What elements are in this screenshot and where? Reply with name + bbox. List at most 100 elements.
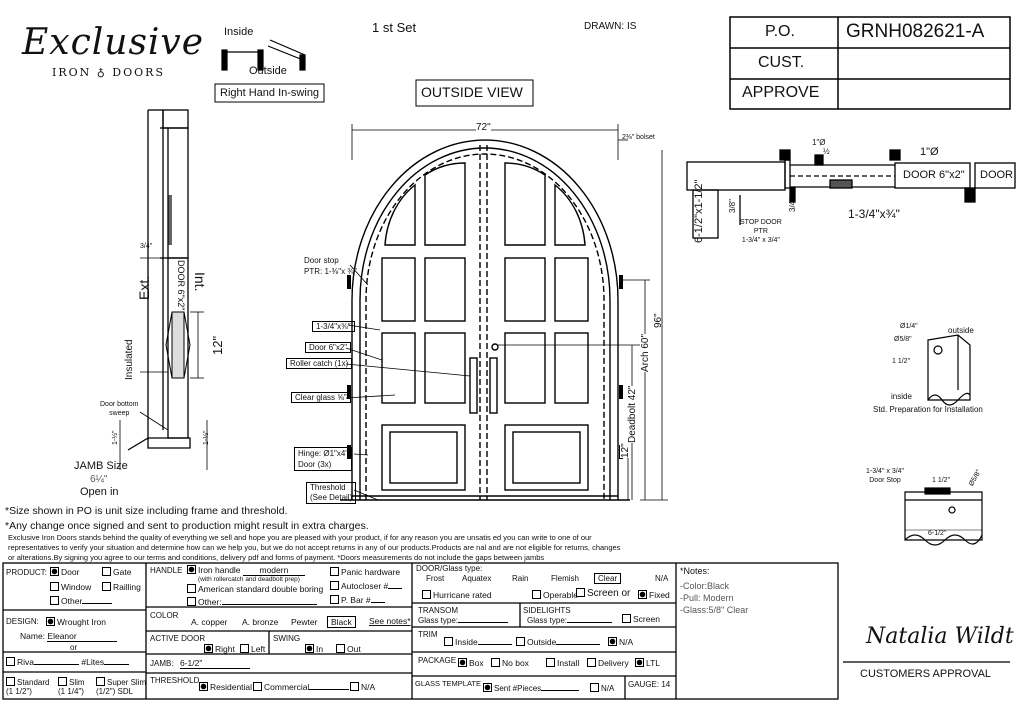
checkbox-window[interactable] bbox=[50, 582, 59, 591]
checkbox-operable[interactable] bbox=[532, 590, 541, 599]
checkbox-panic[interactable] bbox=[330, 567, 339, 576]
standard-option[interactable]: Standard (1 1/2") bbox=[6, 677, 49, 696]
screen-or-text: Screen or bbox=[587, 588, 631, 599]
threshold-na-text: N/A bbox=[361, 682, 376, 692]
checkbox-hurricane[interactable] bbox=[422, 590, 431, 599]
checkbox-trim-inside[interactable] bbox=[444, 637, 453, 646]
color-black[interactable]: Black bbox=[327, 616, 356, 628]
checkbox-delivery[interactable] bbox=[587, 658, 596, 667]
checkbox-fixed[interactable] bbox=[638, 590, 647, 599]
checkbox-threshold-na[interactable] bbox=[350, 682, 359, 691]
color-copper[interactable]: A. copper bbox=[191, 617, 228, 627]
hurricane-option[interactable]: Hurricane rated bbox=[422, 590, 492, 600]
template-na-option[interactable]: N/A bbox=[590, 683, 614, 693]
product-railing-option[interactable]: Railling bbox=[102, 582, 141, 592]
super-slim-option[interactable]: Super Slim (1/2") SDL bbox=[96, 677, 146, 696]
fixed-option[interactable]: Fixed bbox=[638, 590, 670, 600]
slim-option[interactable]: Slim (1 1/4") bbox=[58, 677, 85, 696]
ltl-option[interactable]: LTL bbox=[635, 658, 660, 668]
checkbox-box[interactable] bbox=[458, 658, 467, 667]
product-gate-option[interactable]: Gate bbox=[102, 567, 131, 577]
checkbox-residential[interactable] bbox=[199, 682, 208, 691]
color-pewter[interactable]: Pewter bbox=[291, 617, 318, 627]
screen-option[interactable]: Screen bbox=[622, 614, 660, 624]
american-option[interactable]: American standard double boring bbox=[187, 584, 323, 594]
trim-outside-option[interactable]: Outside bbox=[516, 637, 601, 647]
install-option[interactable]: Install bbox=[546, 658, 579, 668]
glass-frost[interactable]: Frost bbox=[426, 574, 445, 583]
product-door-option[interactable]: Door bbox=[50, 567, 79, 577]
nobox-option[interactable]: No box bbox=[491, 658, 529, 668]
active-right-option[interactable]: Right bbox=[204, 644, 235, 654]
transom-glass-field[interactable]: Glass type: bbox=[418, 616, 509, 625]
delivery-option[interactable]: Delivery bbox=[587, 658, 629, 668]
fixed-text: Fixed bbox=[649, 590, 670, 600]
checkbox-riva[interactable] bbox=[6, 657, 15, 666]
checkbox-ltl[interactable] bbox=[635, 658, 644, 667]
glass-flemish[interactable]: Flemish bbox=[551, 574, 580, 583]
checkbox-template-na[interactable] bbox=[590, 683, 599, 692]
residential-option[interactable]: Residential bbox=[199, 682, 252, 692]
sent-option[interactable]: Sent #Pieces bbox=[483, 683, 580, 693]
product-other-option[interactable]: Other bbox=[50, 596, 113, 606]
checkbox-handle-other[interactable] bbox=[187, 597, 196, 606]
checkbox-other[interactable] bbox=[50, 596, 59, 605]
checkbox-gate[interactable] bbox=[102, 567, 111, 576]
checkbox-screen-or[interactable] bbox=[576, 588, 585, 597]
glass-clear[interactable]: Clear bbox=[594, 573, 622, 584]
glass-aquatex[interactable]: Aquatex bbox=[462, 574, 492, 583]
checkbox-wrought[interactable] bbox=[46, 617, 55, 626]
twelve-dim: 12" bbox=[620, 443, 631, 458]
approve-label: APPROVE bbox=[742, 84, 820, 101]
checkbox-nobox[interactable] bbox=[491, 658, 500, 667]
checkbox-active-left[interactable] bbox=[240, 644, 249, 653]
swing-in-option[interactable]: In bbox=[305, 644, 323, 654]
panic-option[interactable]: Panic hardware bbox=[330, 567, 400, 577]
operable-option[interactable]: Operable bbox=[532, 590, 578, 600]
iron-handle-text: Iron handle bbox=[198, 565, 241, 575]
checkbox-super-slim[interactable] bbox=[96, 677, 105, 686]
checkbox-trim-na[interactable] bbox=[608, 637, 617, 646]
checkbox-slim[interactable] bbox=[58, 677, 67, 686]
trim-na-option[interactable]: N/A bbox=[608, 637, 633, 647]
swing-out-option[interactable]: Out bbox=[336, 644, 361, 654]
checkbox-swing-in[interactable] bbox=[305, 644, 314, 653]
color-see-notes[interactable]: See notes* bbox=[369, 616, 411, 626]
design-name-field[interactable]: Name: Eleanor bbox=[20, 631, 118, 642]
design-label: DESIGN: bbox=[6, 617, 39, 626]
checkbox-trim-outside[interactable] bbox=[516, 637, 525, 646]
design-wrought-option[interactable]: Wrought Iron bbox=[46, 617, 106, 627]
threshold-na-option[interactable]: N/A bbox=[350, 682, 375, 692]
plan-dia-2: 1"Ø bbox=[920, 146, 939, 158]
checkbox-screen[interactable] bbox=[622, 614, 631, 623]
checkbox-swing-out[interactable] bbox=[336, 644, 345, 653]
active-left-option[interactable]: Left bbox=[240, 644, 265, 654]
product-window-option[interactable]: Window bbox=[50, 582, 91, 592]
checkbox-standard[interactable] bbox=[6, 677, 15, 686]
checkbox-autocloser[interactable] bbox=[330, 581, 339, 590]
section-ext: Ext. bbox=[136, 275, 152, 300]
checkbox-railing[interactable] bbox=[102, 582, 111, 591]
autocloser-option[interactable]: Autocloser # bbox=[330, 581, 403, 591]
checkbox-install[interactable] bbox=[546, 658, 555, 667]
checkbox-commercial[interactable] bbox=[253, 682, 262, 691]
commercial-option[interactable]: Commercial bbox=[253, 682, 350, 692]
color-bronze[interactable]: A. bronze bbox=[242, 617, 279, 627]
handle-other-option[interactable]: Other: bbox=[187, 597, 317, 607]
jamb-value[interactable]: 6-1/2" bbox=[180, 658, 250, 669]
checkbox-active-right[interactable] bbox=[204, 644, 213, 653]
glass-na[interactable]: N/A bbox=[655, 574, 669, 583]
trim-inside-option[interactable]: Inside bbox=[444, 637, 512, 647]
box-option[interactable]: Box bbox=[458, 658, 484, 668]
screen-or-option[interactable]: Screen or bbox=[576, 588, 630, 599]
checkbox-door[interactable] bbox=[50, 567, 59, 576]
pbar-option[interactable]: P. Bar # bbox=[330, 595, 385, 605]
sidelights-glass-field[interactable]: Glass type: bbox=[527, 616, 613, 625]
checkbox-iron-handle[interactable] bbox=[187, 565, 196, 574]
checkbox-pbar[interactable] bbox=[330, 595, 339, 604]
checkbox-american[interactable] bbox=[187, 584, 196, 593]
checkbox-sent[interactable] bbox=[483, 683, 492, 692]
glass-rain[interactable]: Rain bbox=[512, 574, 529, 583]
iron-handle-option[interactable]: Iron handle modern bbox=[187, 565, 305, 576]
riva-option[interactable]: Riva #Lites bbox=[6, 657, 130, 667]
